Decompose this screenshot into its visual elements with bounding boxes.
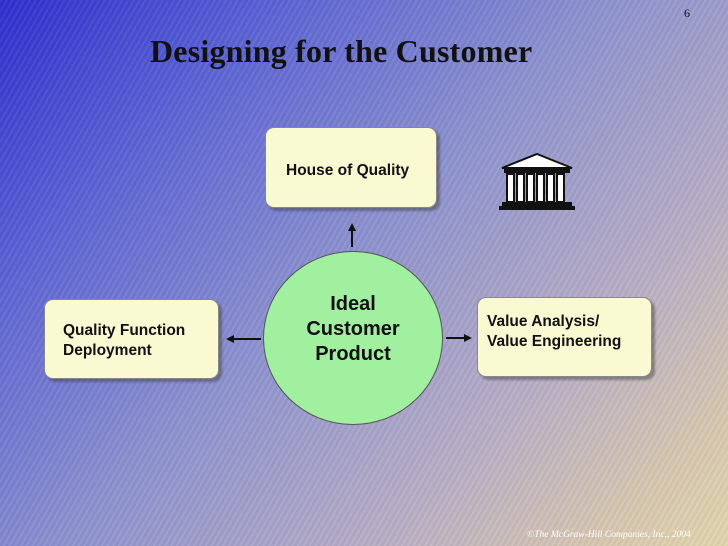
center-label-line-3: Product (315, 343, 391, 365)
slide-number: 6 (684, 6, 690, 20)
qfd-label-line-2: Deployment (63, 342, 152, 359)
value-analysis-label-line-1: Value Analysis/ (487, 313, 600, 330)
qfd-label-line-1: Quality Function (63, 322, 186, 339)
value-analysis-label-line-2: Value Engineering (487, 333, 622, 350)
house-of-quality-box: House of Quality (265, 127, 437, 208)
ideal-customer-product-circle: Ideal Customer Product (263, 251, 443, 425)
slide-title: Designing for the Customer (150, 33, 533, 69)
copyright-notice: ©The McGraw-Hill Companies, Inc., 2004 (527, 530, 691, 540)
house-of-quality-label: House of Quality (286, 162, 410, 179)
center-label-line-2: Customer (306, 318, 400, 340)
value-analysis-box: Value Analysis/ Value Engineering (477, 297, 652, 377)
quality-function-deployment-box: Quality Function Deployment (44, 299, 219, 379)
temple-icon (499, 152, 575, 210)
center-label-line-1: Ideal (330, 293, 376, 315)
